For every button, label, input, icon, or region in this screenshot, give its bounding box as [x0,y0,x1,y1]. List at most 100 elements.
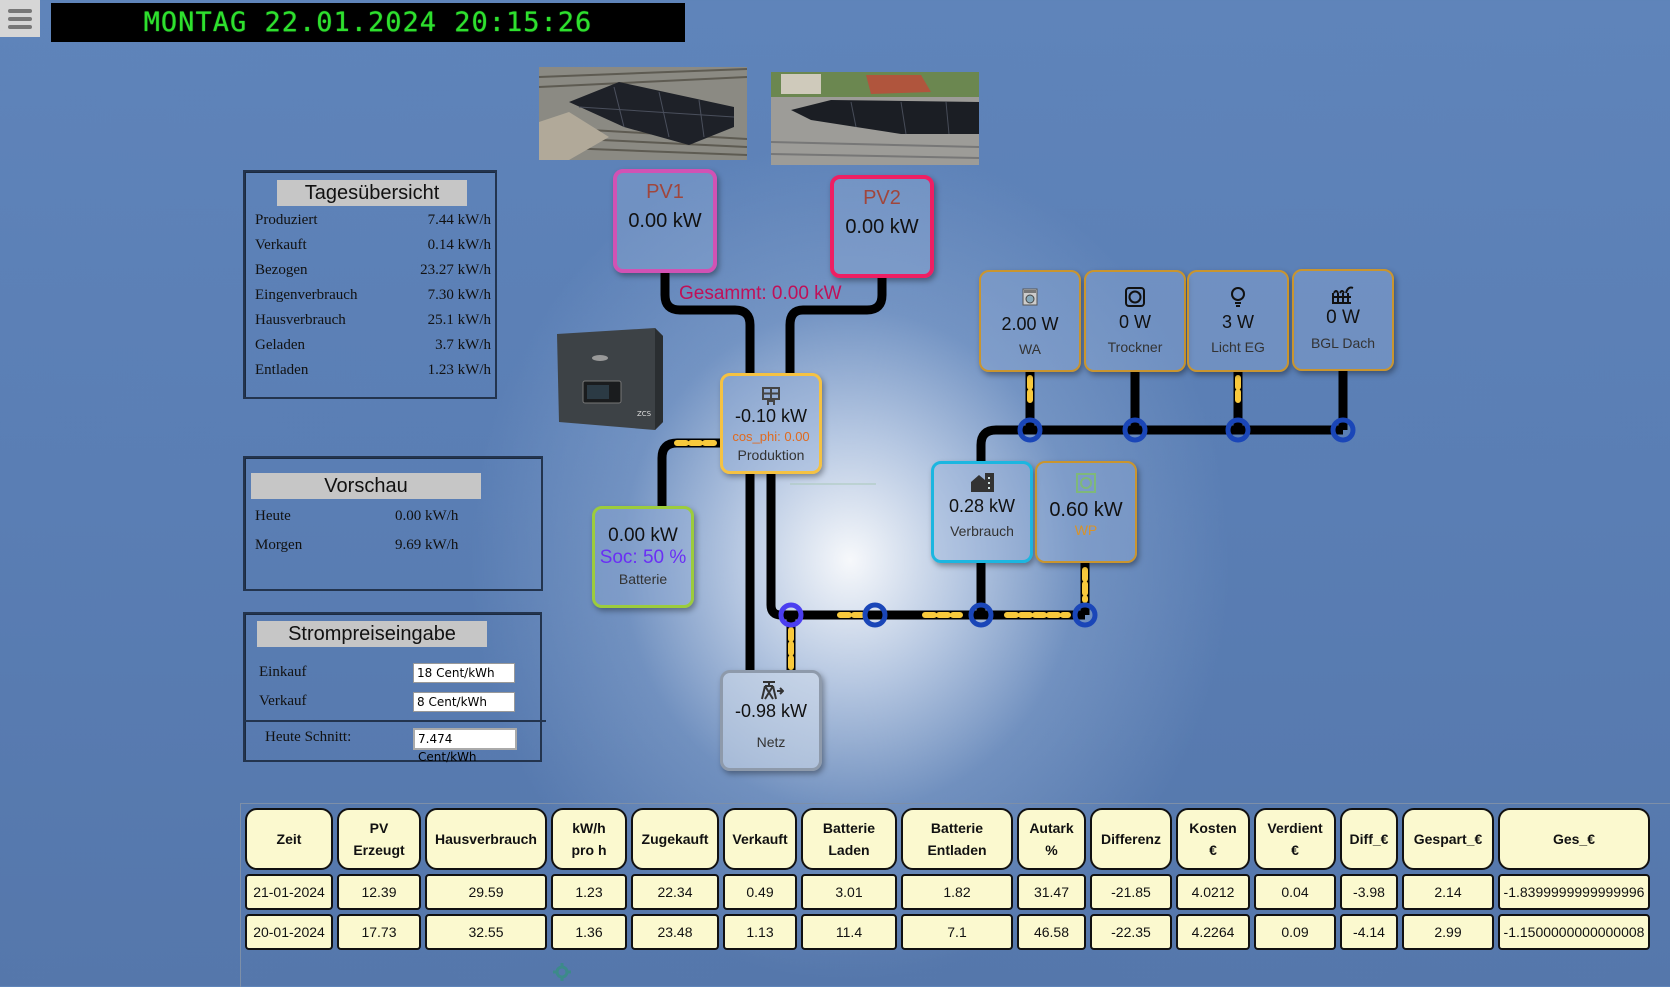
heute-schnitt-label: Heute Schnitt: [265,729,351,746]
strompreis-panel: Strompreiseingabe Einkauf 18 Cent/kWh Ve… [243,612,546,764]
column-header[interactable]: Batterie Entladen [901,808,1013,870]
hamburger-menu-icon [8,8,32,13]
pv2-card[interactable]: PV2 0.00 kW [830,175,934,278]
row-label: Produziert [255,212,318,228]
house-building-icon [971,473,994,492]
verkauf-price-input[interactable]: 8 Cent/kWh [413,692,515,712]
column-header[interactable]: Batterie Laden [801,808,897,870]
device-card-trockner[interactable]: 0 W Trockner [1084,270,1186,372]
wp-value: 0.60 kW [1049,499,1123,521]
pv1-photo-image [539,67,747,160]
column-header[interactable]: Autark % [1017,808,1086,870]
svg-text:ZCS: ZCS [637,410,652,418]
batterie-card[interactable]: 0.00 kW Soc: 50 % Batterie [592,506,694,608]
table-cell: 46.58 [1017,914,1086,950]
device-label: Trockner [1107,339,1163,355]
row-value: 7.44 kW/h [427,212,491,228]
verbrauch-card[interactable]: 0.28 kW Verbrauch [931,461,1033,563]
table-cell: 11.4 [801,914,897,950]
column-header[interactable]: Zeit [245,808,333,870]
netz-value: -0.98 kW [734,701,808,721]
table-cell: 1.13 [723,914,797,950]
column-header[interactable]: Ges_€ [1498,808,1650,870]
verbrauch-label: Verbrauch [950,523,1014,539]
wp-card[interactable]: 0.60 kW WP [1035,461,1137,563]
column-header[interactable]: PV Erzeugt [337,808,421,870]
table-cell: 7.1 [901,914,1013,950]
divider [243,720,546,722]
hamburger-line [8,16,32,21]
menu-button[interactable] [0,0,40,37]
device-card-bgl-dach[interactable]: 0 W BGL Dach [1292,269,1394,371]
row-value: 23.27 kW/h [420,262,491,278]
row-label: Bezogen [255,262,308,278]
batterie-soc: Soc: 50 % [599,547,687,568]
device-label: BGL Dach [1310,335,1376,351]
table-cell: -1.8399999999999996 [1498,874,1650,910]
table-cell: 31.47 [1017,874,1086,910]
column-header[interactable]: Verdient € [1254,808,1336,870]
inverter-graphic: ZCS [557,328,663,430]
device-card-wa[interactable]: 2.00 W WA [979,270,1081,372]
heute-schnitt-value: 7.474 Cent/kWh [413,728,517,764]
pv2-photo-image [771,72,979,165]
table-cell: 17.73 [337,914,421,950]
row-value: 7.30 kW/h [427,287,491,303]
pv2-line [785,277,887,373]
device-label: Licht EG [1211,339,1265,355]
device-value: 0 W [1118,312,1151,332]
batterie-line [657,438,720,506]
netz-label: Netz [756,734,786,750]
column-header[interactable]: Gespart_€ [1402,808,1494,870]
gear-icon[interactable] [552,962,572,982]
row-value: 9.69 kW/h [395,537,459,553]
cos-phi-value: cos_phi: 0.00 [732,429,810,444]
panel-title: Tagesübersicht [277,180,467,206]
table-cell: 0.49 [723,874,797,910]
einkauf-price-input[interactable]: 18 Cent/kWh [413,663,515,683]
column-header[interactable]: Verkauft [723,808,797,870]
table-cell: -1.1500000000000008 [1498,914,1650,950]
device-value: 0 W [1326,307,1360,328]
vorschau-panel: Vorschau Heute 0.00 kW/h Morgen 9.69 kW/… [243,456,543,591]
table-cell: 1.36 [551,914,627,950]
produktion-value: -0.10 kW [734,406,808,426]
table-cell: -21.85 [1090,874,1172,910]
label-text: Einkauf [259,664,307,680]
column-header[interactable]: kW/h pro h [551,808,627,870]
inverter-image: ZCS [555,326,665,432]
panel-title: Vorschau [251,473,481,499]
row-label: Verkauft [255,237,307,253]
wp-label: WP [1074,522,1098,538]
pv1-card[interactable]: PV1 0.00 kW [613,169,717,273]
table-cell: 0.09 [1254,914,1336,950]
row-label: Hausverbrauch [255,312,346,328]
table-cell: 32.55 [425,914,547,950]
row-label: Heute [255,508,291,524]
netz-card[interactable]: -0.98 kW Netz [720,670,822,771]
produktion-card[interactable]: -0.10 kW cos_phi: 0.00 Produktion [720,373,822,474]
table-cell: 12.39 [337,874,421,910]
column-header[interactable]: Hausverbrauch [425,808,547,870]
device-card-licht-eg[interactable]: 3 W Licht EG [1187,270,1289,372]
label-text: Verkauf [259,693,307,709]
pv2-roof-photo [771,72,979,165]
batterie-value: 0.00 kW [608,525,678,546]
solar-panel-icon [762,387,780,405]
column-header[interactable]: Kosten € [1176,808,1250,870]
column-header[interactable]: Diff_€ [1340,808,1398,870]
panel-title: Strompreiseingabe [257,621,487,647]
table-cell: 0.04 [1254,874,1336,910]
column-header[interactable]: Zugekauft [631,808,719,870]
pv2-value: 0.00 kW [845,216,919,238]
row-value: 3.7 kW/h [435,337,491,353]
column-header[interactable]: Differenz [1090,808,1172,870]
device-value: 3 W [1221,312,1254,332]
row-label: Eingenverbrauch [255,287,358,303]
